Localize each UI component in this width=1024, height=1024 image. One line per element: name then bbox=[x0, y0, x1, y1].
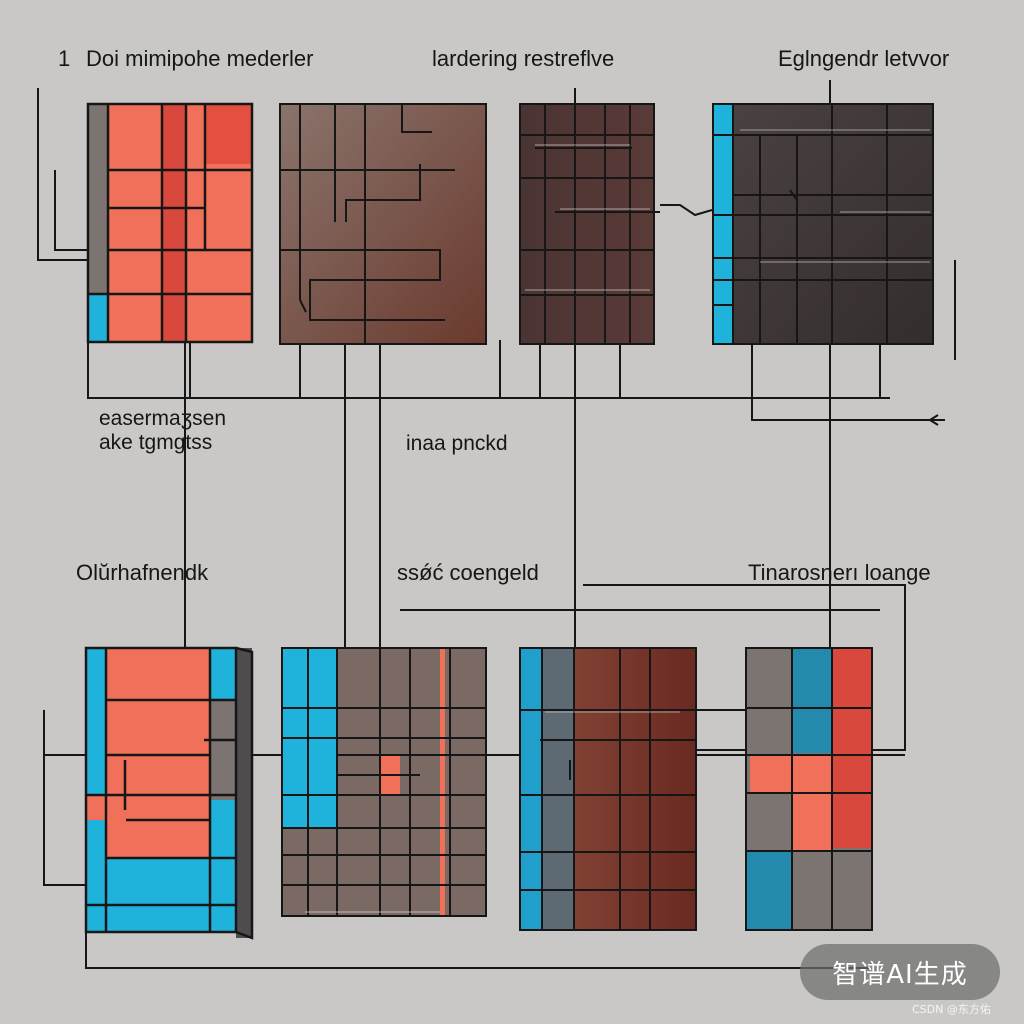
top-panel-3 bbox=[519, 103, 660, 345]
lower-label-center: ssǿć coengeld bbox=[397, 560, 539, 585]
mid-label-left: easermaʒsen ake tgmgtss bbox=[99, 407, 226, 455]
mid-label-left-line-2: ake tgmgtss bbox=[99, 431, 213, 454]
bottom-panel-2 bbox=[281, 647, 487, 917]
top-label-number: 1 bbox=[58, 46, 71, 71]
top-label-left: Doi mimipohe mederler bbox=[86, 46, 314, 71]
top-panel-1 bbox=[86, 102, 254, 344]
top-panel-2 bbox=[279, 103, 487, 345]
top-label-center: lardering restreflve bbox=[432, 46, 615, 71]
top-panel-4 bbox=[712, 103, 934, 345]
lower-label-left: Olŭrhafnendk bbox=[76, 560, 209, 585]
ai-generated-watermark: 智谱AI生成 bbox=[800, 944, 1000, 1000]
bottom-panel-4 bbox=[745, 647, 873, 931]
mid-label-center: inaa pnckd bbox=[406, 432, 508, 455]
mid-label-left-line-1: easermaʒsen bbox=[99, 407, 227, 430]
top-label-right: Eglngendr letvvor bbox=[778, 46, 950, 71]
bottom-panel-3 bbox=[519, 647, 697, 931]
bottom-panel-1 bbox=[84, 646, 254, 940]
lower-label-right: Tinarosnerı loange bbox=[748, 560, 931, 585]
source-credit: CSDN @东方佑 bbox=[912, 1003, 991, 1016]
